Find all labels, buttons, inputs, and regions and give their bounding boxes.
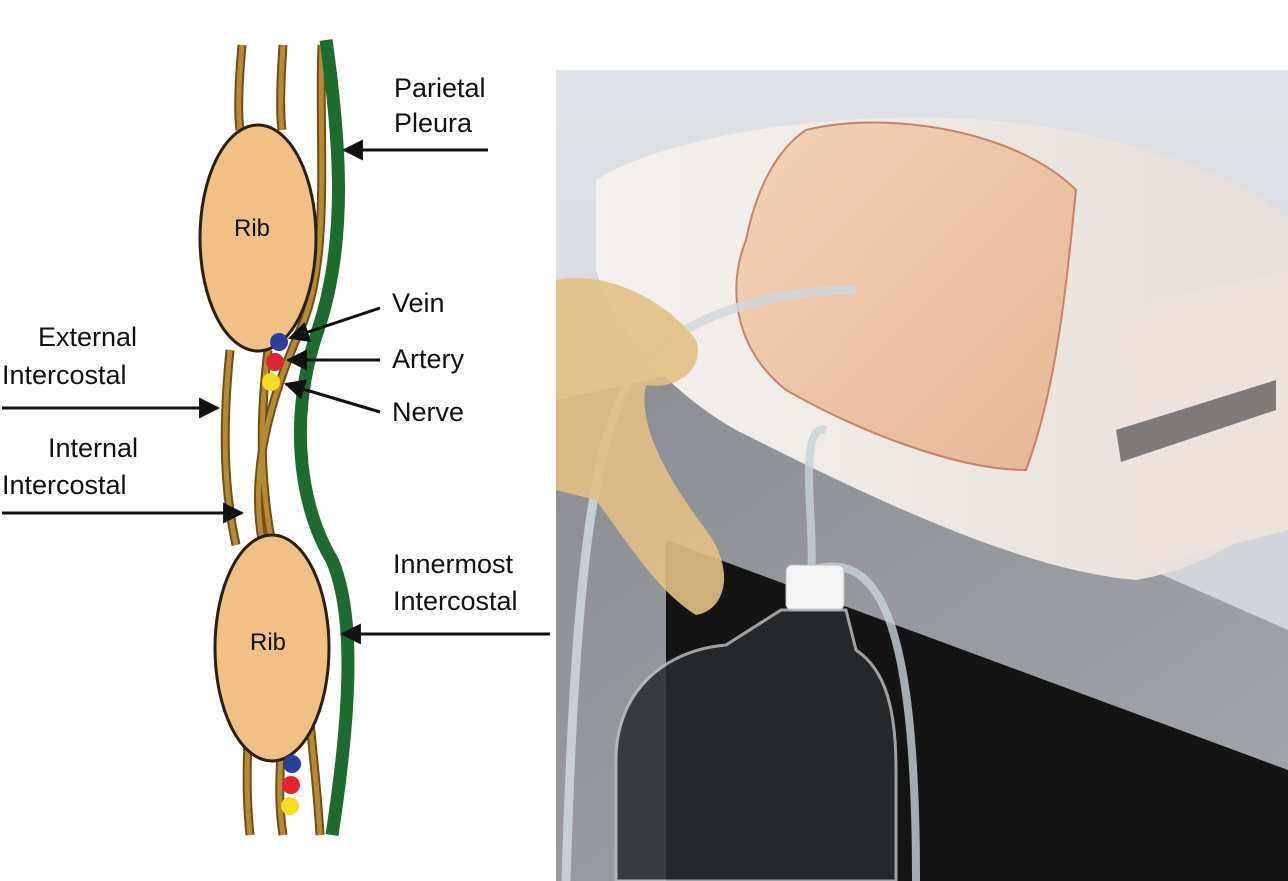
nerve-dot-upper (262, 373, 280, 391)
rib-upper-label: Rib (234, 215, 270, 242)
nerve-dot-lower (281, 797, 299, 815)
bottle-cap (785, 564, 845, 611)
rib-lower-shape (213, 533, 331, 763)
nerve-label: Nerve (392, 397, 464, 427)
external-intercostal-label-2: Intercostal (2, 360, 127, 390)
rib-upper-shape (198, 123, 318, 353)
parietal-pleura-label-1: Parietal (394, 73, 486, 103)
label-arrows (2, 139, 550, 645)
manikin-metal-plate (1116, 380, 1276, 462)
artery-dot-upper (266, 353, 284, 371)
vein-dot-lower (283, 755, 301, 773)
intercostal-anatomy-diagram: Rib Rib Parietal Pleura Vein Artery Nerv… (2, 39, 550, 836)
internal-intercostal-label-2: Intercostal (2, 470, 127, 500)
vein-dot-upper (270, 333, 288, 351)
artery-dot-lower (282, 776, 300, 794)
innermost-intercostal-label-1: Innermost (393, 549, 514, 579)
parietal-pleura-line (293, 39, 355, 836)
internal-intercostal-label-1: Internal (48, 433, 138, 463)
external-intercostal-label-1: External (38, 322, 137, 352)
vein-label: Vein (392, 288, 445, 318)
rib-lower-label: Rib (250, 629, 286, 656)
artery-label: Artery (392, 344, 465, 374)
manikin-skin-pad (735, 121, 1078, 472)
parietal-pleura-label-2: Pleura (394, 108, 473, 138)
gloved-hand (556, 278, 725, 615)
innermost-intercostal-label-2: Intercostal (393, 586, 518, 616)
collection-bottle (614, 608, 898, 881)
chest-tube-manikin-photo (556, 70, 1288, 881)
